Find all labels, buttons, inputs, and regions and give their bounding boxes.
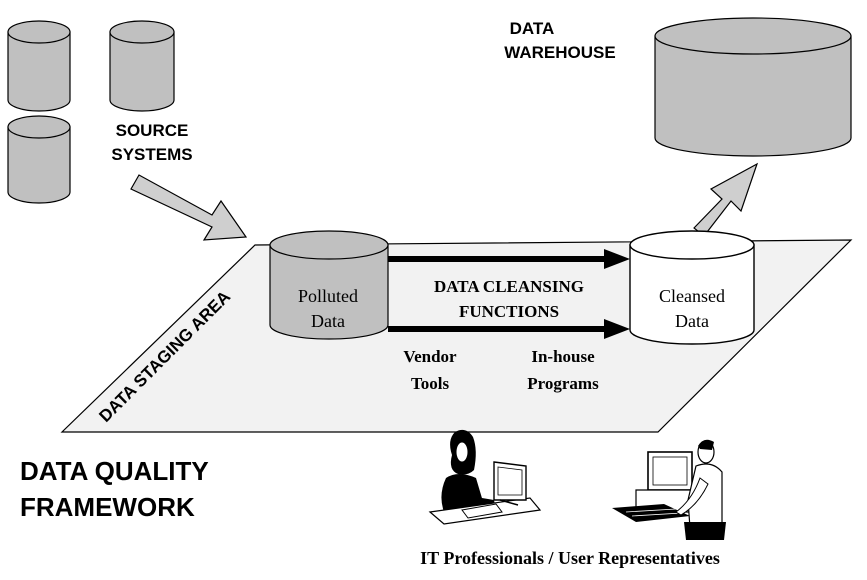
source-systems-label-line2: SYSTEMS (111, 145, 192, 164)
framework-title-line1: DATA QUALITY (20, 456, 209, 486)
source-system-cylinder-2 (109, 20, 175, 112)
polluted-data-cylinder (269, 230, 389, 340)
source-system-cylinder-3 (7, 115, 71, 204)
vendor-tools-label-line1: Vendor (403, 347, 457, 366)
polluted-data-label-line2: Data (311, 311, 345, 331)
source-systems-label-line1: SOURCE (116, 121, 189, 140)
data-warehouse-label-line1: DATA (510, 19, 555, 38)
data-warehouse-cylinder (654, 17, 852, 157)
data-warehouse-label-line2: WAREHOUSE (504, 43, 615, 62)
cleansed-data-label-line1: Cleansed (659, 286, 725, 306)
cleansed-to-warehouse-arrow (693, 162, 759, 237)
vendor-tools-label-line2: Tools (411, 374, 450, 393)
it-professional-figure-icon (428, 429, 542, 525)
inhouse-programs-label-line2: Programs (527, 374, 599, 393)
polluted-data-label-line1: Polluted (298, 286, 358, 306)
framework-title-line2: FRAMEWORK (20, 492, 195, 522)
cleansing-arrow-bottom (388, 319, 630, 339)
cleansing-functions-label-line1: DATA CLEANSING (434, 277, 584, 296)
inhouse-programs-label-line1: In-house (531, 347, 595, 366)
source-to-staging-arrow (130, 174, 248, 241)
user-representative-figure-icon (612, 439, 726, 540)
people-caption: IT Professionals / User Representatives (420, 548, 720, 568)
cleansing-arrow-top (388, 249, 630, 269)
cleansed-data-label-line2: Data (675, 311, 709, 331)
source-system-cylinder-1 (7, 20, 71, 112)
cleansing-functions-label-line2: FUNCTIONS (459, 302, 559, 321)
cleansed-data-cylinder (629, 230, 755, 345)
